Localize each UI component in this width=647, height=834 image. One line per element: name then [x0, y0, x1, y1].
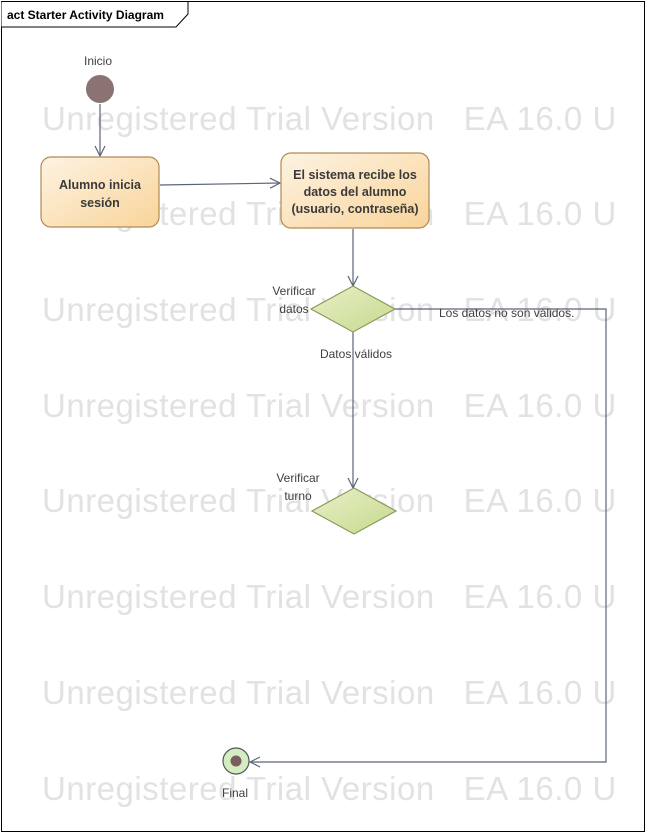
watermark-layer: Unregistered Trial Version EA 16.0 U Unr… — [42, 100, 617, 807]
decision-verify-data-label: datos — [279, 302, 308, 316]
decision-verify-data[interactable]: Verificar datos — [272, 284, 397, 333]
edge-invalid-to-final[interactable] — [250, 308, 607, 762]
decision-verify-turn-label: turno — [284, 489, 312, 503]
initial-label: Inicio — [84, 54, 112, 68]
watermark-text: Unregistered Trial Version EA 16.0 U — [42, 578, 617, 615]
guard-invalid: Los datos no son válidos. — [439, 306, 574, 320]
watermark-text: Unregistered Trial Version EA 16.0 U — [42, 674, 617, 711]
edges — [100, 104, 607, 762]
frame-title-tab: act Starter Activity Diagram — [1, 1, 189, 28]
action-login[interactable]: Alumno inicia sesión — [40, 156, 160, 228]
initial-node[interactable]: Inicio — [84, 54, 114, 103]
action-login-line: Alumno inicia — [59, 178, 142, 192]
watermark-text: Unregistered Trial Version EA 16.0 U — [42, 387, 617, 424]
edge-login-to-receive[interactable] — [159, 183, 280, 185]
frame-title: act Starter Activity Diagram — [7, 8, 164, 22]
action-receive[interactable]: El sistema recibe los datos del alumno (… — [280, 152, 430, 229]
decision-verify-data-label: Verificar — [272, 284, 315, 298]
watermark-text: Unregistered Trial Version EA 16.0 U — [42, 100, 617, 137]
action-receive-line: (usuario, contraseña) — [291, 202, 418, 216]
action-login-line: sesión — [80, 196, 120, 210]
final-node[interactable]: Final — [222, 747, 250, 800]
guard-valid: Datos válidos — [320, 347, 392, 361]
action-receive-line: datos del alumno — [304, 185, 407, 199]
action-receive-line: El sistema recibe los — [293, 168, 417, 182]
final-label: Final — [222, 786, 248, 800]
watermark-text: Unregistered Trial Version EA 16.0 U — [42, 770, 617, 807]
decision-verify-turn[interactable]: Verificar turno — [276, 471, 398, 535]
decision-verify-turn-label: Verificar — [276, 471, 319, 485]
